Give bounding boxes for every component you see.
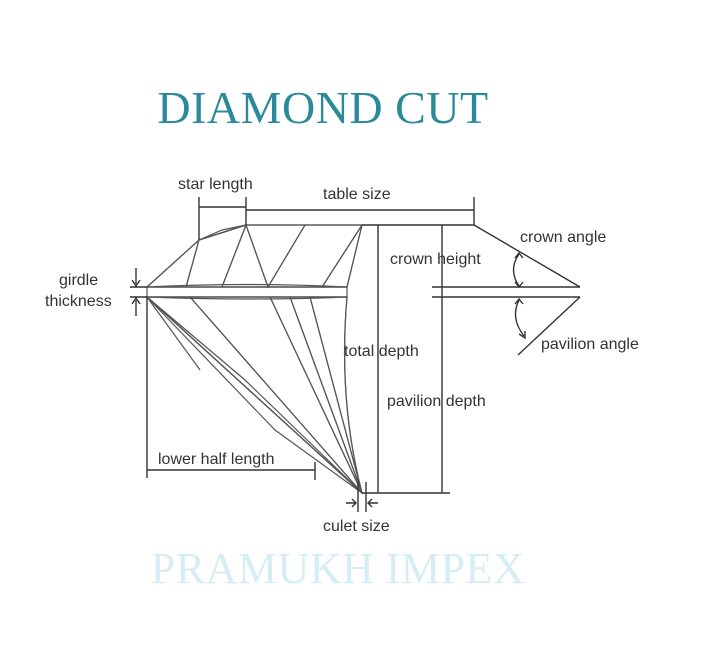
crown-height-label: crown height [390,251,481,268]
pavilion-facet [146,296,363,494]
culet-size-label: culet size [323,518,390,535]
lower-half-length-label: lower half length [158,451,275,468]
dimension-lines [130,197,581,512]
girdle-thickness-label-line1: girdle [59,272,98,289]
crown-facet [266,224,364,288]
star-length-label: star length [178,176,253,193]
crown-facet [320,224,363,288]
diamond-shape [145,223,364,495]
page-title: DIAMOND CUT [157,82,489,133]
pavilion-angle-label: pavilion angle [541,336,639,353]
pavilion-facet [269,296,363,494]
girdle-thickness-label-line2: thickness [45,293,112,310]
pavilion-facet [289,296,363,494]
pavilion-depth-label: pavilion depth [387,393,486,410]
pavilion-facet [309,296,363,494]
star-facet [221,223,269,288]
table-size-label: table size [323,186,391,203]
total-depth-label: total depth [344,343,419,360]
crown-angle-label: crown angle [520,229,606,246]
girdle [146,286,348,298]
watermark: PRAMUKH IMPEX [150,544,526,593]
crown-facet [245,224,307,289]
crown-facet [145,238,201,288]
